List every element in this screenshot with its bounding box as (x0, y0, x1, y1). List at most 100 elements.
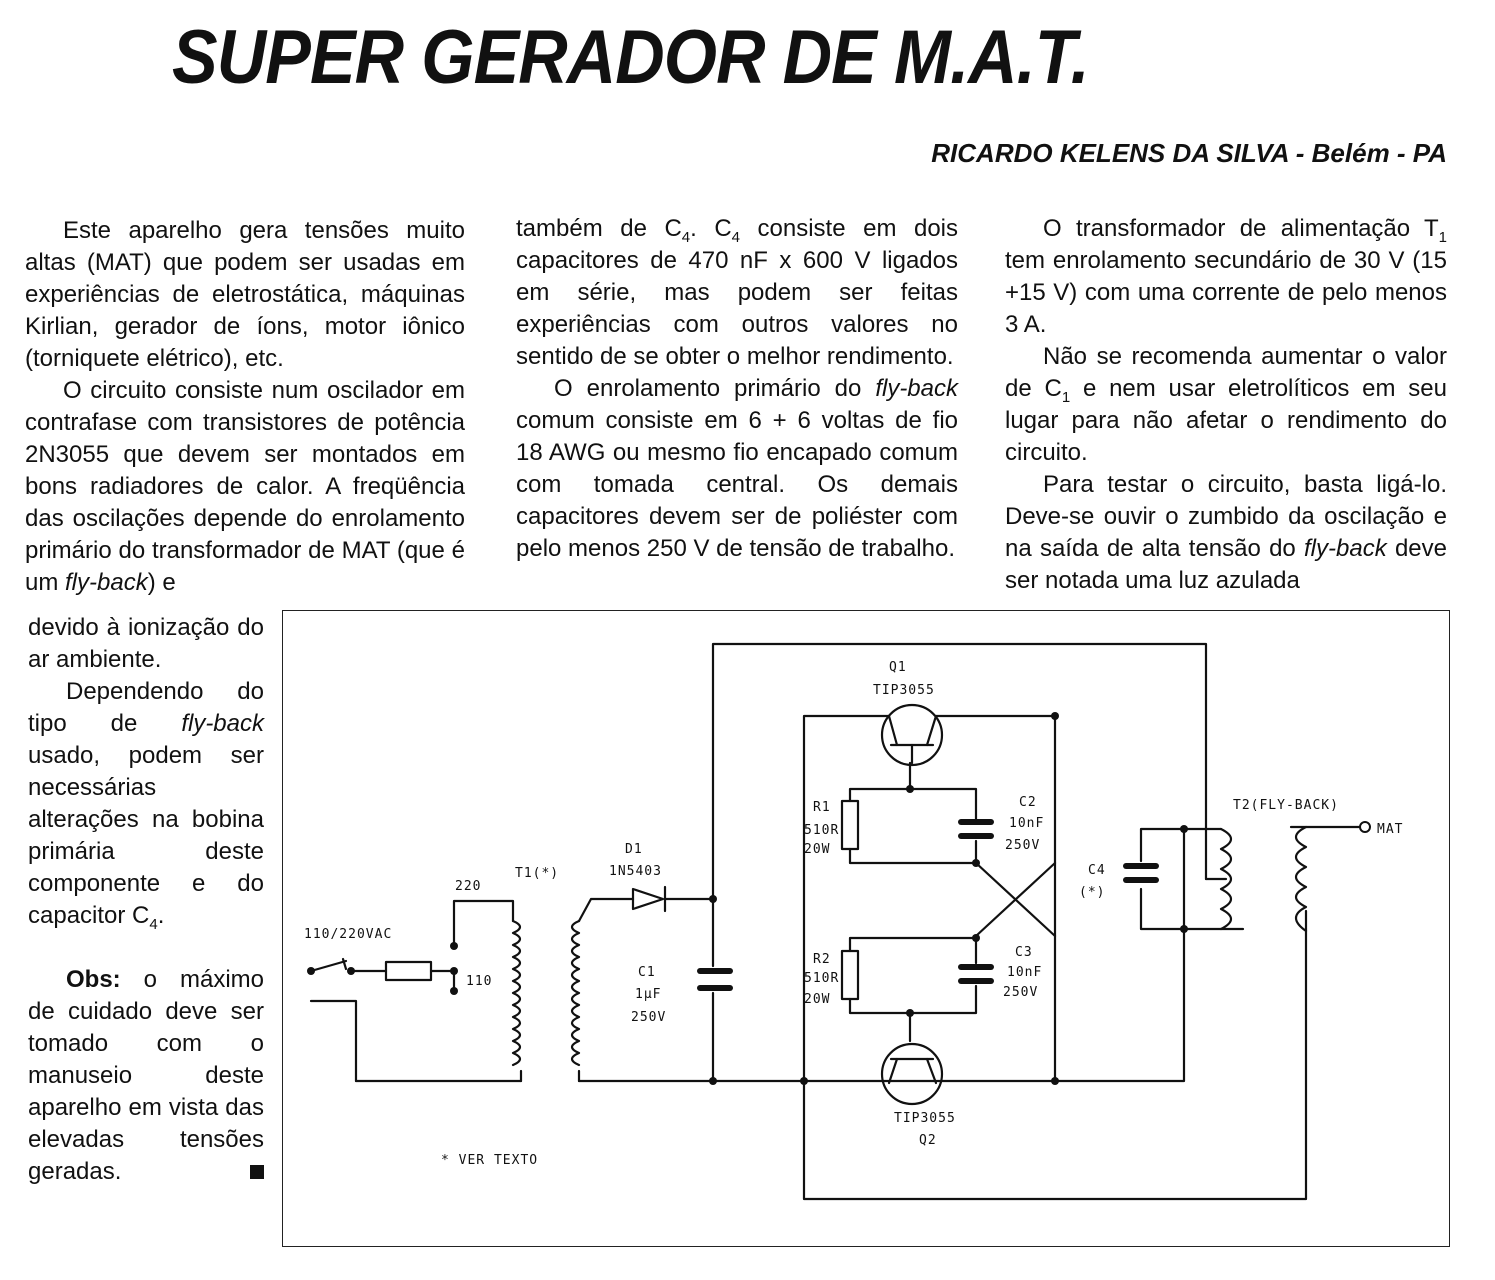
t1-name: T1(*) (515, 866, 559, 881)
end-of-article-mark (250, 1165, 264, 1179)
paragraph: Obs: o máximo de cuidado deve ser tomado… (28, 966, 264, 1185)
wire (429, 969, 456, 993)
junction-dot (347, 967, 355, 975)
junction-dot (1051, 1077, 1059, 1085)
c1-value: 1µF (635, 987, 661, 1002)
wire (577, 927, 1186, 1083)
obs-note: Obs: o máximo de cuidado deve ser tomado… (28, 964, 264, 1188)
wire (848, 761, 912, 803)
q1-type: TIP3055 (873, 683, 935, 698)
article-title: SUPER GERADOR DE M.A.T. (172, 15, 1090, 100)
c2-capacitor-plate (958, 833, 994, 839)
junction-dot (709, 895, 717, 903)
junction-dot (307, 967, 315, 975)
mat-label: MAT (1377, 822, 1403, 837)
tap-220: 220 (455, 879, 481, 894)
paragraph: Dependendo do tipo de fly-back usado, po… (28, 678, 264, 933)
input-voltage: 110/220VAC (304, 927, 392, 942)
q2-transistor-body (880, 1042, 944, 1106)
junction-dot (1180, 825, 1188, 833)
paragraph: Para testar o circuito, basta ligá-lo. D… (1005, 471, 1447, 594)
wire (309, 999, 358, 1083)
r1-name: R1 (813, 800, 831, 815)
wire (848, 936, 978, 965)
c3-voltage: 250V (1003, 985, 1038, 1000)
c3-capacitor-plate (958, 978, 994, 984)
r2-power: 20W (804, 992, 830, 1007)
circuit-schematic: Q1 TIP3055 TIP3055 Q2 R1 510R 20W R2 510… (282, 610, 1450, 1247)
column-2: também de C4. C4 consiste em dois capaci… (516, 213, 958, 565)
power-switch (341, 957, 348, 971)
c2-value: 10nF (1009, 816, 1044, 831)
paragraph: Este aparelho gera tensões muito altas (… (25, 217, 465, 372)
wire (452, 899, 515, 948)
paragraph: O circuito consiste num oscilador em con… (25, 377, 465, 596)
junction-dot (906, 1009, 914, 1017)
r2-resistor (840, 949, 860, 1001)
c4-note: (*) (1079, 885, 1105, 900)
t2-primary-coil (1219, 827, 1233, 931)
paragraph: O enrolamento primário do fly-back comum… (516, 375, 958, 562)
c4-capacitor-plate (1123, 877, 1159, 883)
wire (577, 897, 635, 923)
d1-name: D1 (625, 842, 643, 857)
wire (934, 714, 1057, 1083)
wire (802, 714, 891, 1083)
t2-secondary-coil (1294, 825, 1308, 933)
junction-dot (709, 1077, 717, 1085)
c1-voltage: 250V (631, 1010, 666, 1025)
q2-type: TIP3055 (894, 1111, 956, 1126)
c3-name: C3 (1015, 945, 1033, 960)
junction-dot (972, 934, 980, 942)
paragraph: também de C4. C4 consiste em dois capaci… (516, 215, 958, 370)
q2-name: Q2 (919, 1133, 937, 1148)
c2-name: C2 (1019, 795, 1037, 810)
q2-collector (925, 1057, 938, 1085)
d1-diode (631, 887, 665, 911)
wire (711, 642, 1208, 898)
tap-110: 110 (466, 974, 492, 989)
wire (848, 839, 978, 865)
q1-name: Q1 (889, 660, 907, 675)
wire (908, 787, 978, 821)
junction-dot (972, 859, 980, 867)
junction-dot (906, 785, 914, 793)
paragraph: O transformador de alimentação T1 tem en… (1005, 215, 1447, 338)
t1-primary-coil (511, 919, 522, 1067)
t2-name: T2(FLY-BACK) (1233, 798, 1339, 813)
column-4: devido à ionização do ar ambiente. Depen… (28, 612, 264, 932)
c3-value: 10nF (1007, 965, 1042, 980)
q2-emitter (887, 1057, 899, 1085)
wire (664, 897, 715, 968)
footnote: * VER TEXTO (441, 1153, 538, 1168)
junction-dot (1051, 712, 1059, 720)
c4-name: C4 (1088, 863, 1106, 878)
r1-resistor (840, 799, 860, 851)
wire (309, 959, 348, 973)
c3-capacitor-plate (958, 964, 994, 970)
d1-type: 1N5403 (609, 864, 662, 879)
input-fuse-resistor (384, 960, 433, 982)
column-3: O transformador de alimentação T1 tem en… (1005, 213, 1447, 597)
junction-dot (1180, 925, 1188, 933)
wire (848, 984, 978, 1015)
q1-collector (925, 714, 938, 747)
c4-capacitor-plate (1123, 863, 1159, 869)
paragraph: devido à ionização do ar ambiente. (28, 614, 264, 673)
r2-value: 510R (804, 971, 839, 986)
paragraph: Não se recomenda aumentar o valor de C1 … (1005, 343, 1447, 466)
c1-capacitor-plate (697, 985, 733, 991)
t1-secondary-coil (570, 919, 581, 1067)
r2-name: R2 (813, 952, 831, 967)
column-1: Este aparelho gera tensões muito altas (… (25, 215, 465, 599)
q1-transistor-body (880, 703, 944, 767)
wire (1139, 827, 1186, 931)
wire (802, 927, 1308, 1201)
junction-dot (450, 942, 458, 950)
junction-dot (450, 987, 458, 995)
c1-capacitor-plate (697, 968, 733, 974)
r1-value: 510R (804, 823, 839, 838)
c1-name: C1 (638, 965, 656, 980)
article-author: RICARDO KELENS DA SILVA - Belém - PA (931, 138, 1447, 168)
junction-dot (450, 967, 458, 975)
